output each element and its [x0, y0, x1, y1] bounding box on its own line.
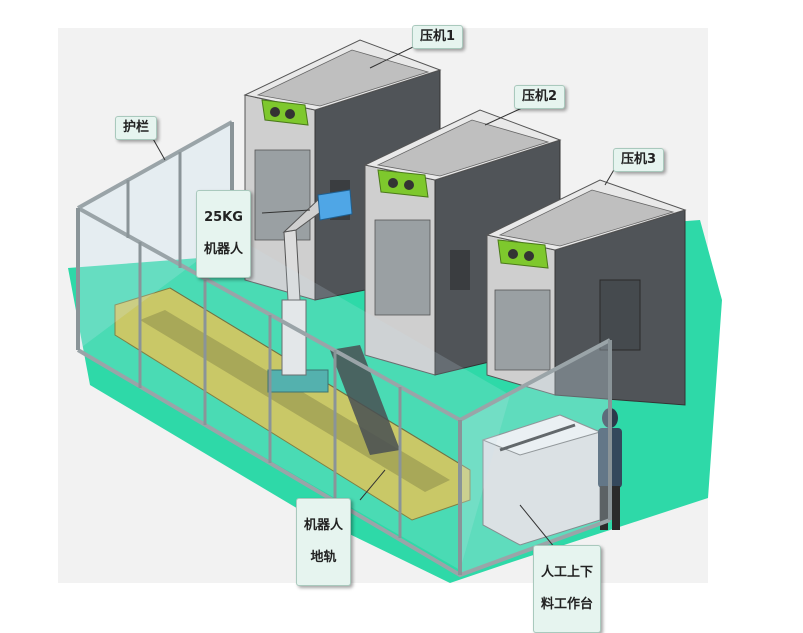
- label-robot-line2: 机器人: [204, 242, 244, 257]
- label-station-line1: 人工上下: [541, 565, 594, 580]
- leader-lines: [151, 46, 616, 549]
- label-worktable: 人工上下 料工作台: [533, 545, 602, 633]
- label-press-2: 压机2: [514, 85, 566, 109]
- safety-fence: [76, 120, 612, 578]
- press-3: [485, 179, 687, 406]
- label-floor-rail: 机器人 地轨: [296, 498, 352, 586]
- gripper-2: [377, 169, 429, 198]
- gripper-1: [261, 99, 309, 126]
- label-fence: 护栏: [115, 116, 158, 140]
- label-rail-line2: 地轨: [310, 550, 337, 565]
- label-press-1: 压机1: [412, 25, 464, 49]
- robot-25kg: [267, 189, 353, 393]
- label-robot: 25KG 机器人: [196, 190, 252, 278]
- robot-gripper: [317, 189, 353, 221]
- cable-carrier: [330, 345, 400, 455]
- label-press-3: 压机3: [613, 148, 665, 172]
- label-station-line2: 料工作台: [541, 597, 594, 612]
- layout-diagram: [58, 28, 722, 583]
- gripper-3: [497, 239, 549, 269]
- label-rail-line1: 机器人: [304, 518, 344, 533]
- label-robot-line1: 25KG: [204, 210, 243, 225]
